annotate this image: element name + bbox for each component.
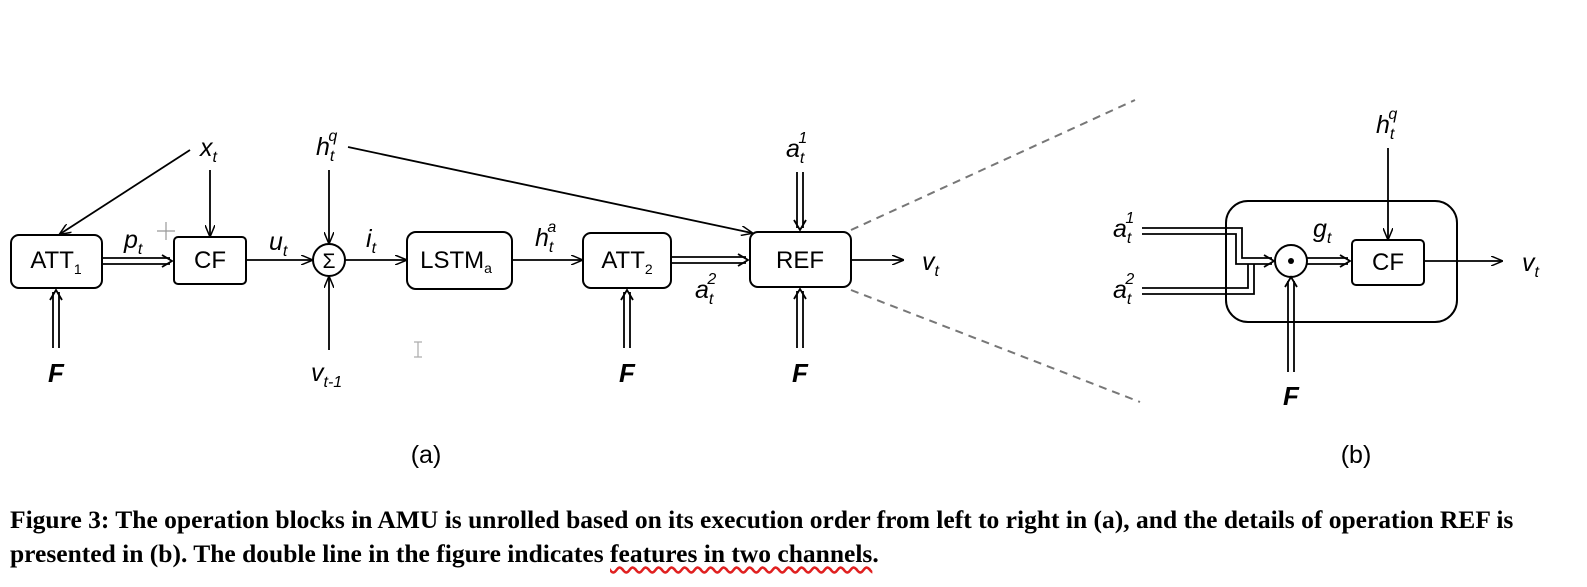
sum-node: Σ	[312, 243, 346, 277]
caption-spellcheck-underline: features in two channels	[610, 539, 873, 568]
att1-block: ATT1	[10, 234, 103, 289]
var-b-v-t: vt	[1522, 249, 1540, 281]
att2-label: ATT	[601, 247, 645, 274]
dot-product-node	[1274, 244, 1308, 278]
cf-label: CF	[194, 247, 226, 274]
panel-a-label: (a)	[411, 441, 442, 469]
ref-label: REF	[776, 247, 824, 274]
att2-block: ATT2	[582, 232, 672, 289]
att1-subscript: 1	[74, 261, 82, 277]
var-i-t: it	[366, 225, 377, 257]
caption-text: Figure 3: The operation blocks in AMU is…	[10, 505, 1514, 568]
zoom-lines	[850, 99, 1141, 403]
var-F-att1: F	[48, 358, 65, 388]
svg-text:LSTMa: LSTMa	[420, 247, 492, 276]
crosshair-cursor-icon	[157, 222, 175, 240]
var-h-q: htq	[316, 128, 337, 165]
var-u-t: ut	[269, 228, 288, 260]
connections-a	[49, 146, 903, 350]
var-x-t: xt	[199, 134, 218, 166]
panel-b: CF at1 at2 gt	[1113, 106, 1540, 469]
svg-text:ATT1: ATT1	[30, 247, 82, 277]
var-v-prev: vt-1	[311, 359, 342, 391]
var-p-t: pt	[123, 226, 143, 258]
panel-b-label: (b)	[1341, 441, 1372, 469]
var-b-a1: at1	[1113, 210, 1134, 247]
panel-a: ATT1 CF Σ LSTMa ATT2 REF	[10, 128, 940, 469]
cf-block: CF	[173, 236, 247, 285]
lstm-block: LSTMa	[406, 231, 513, 290]
var-v-t: vt	[922, 248, 940, 280]
var-b-F: F	[1283, 381, 1300, 411]
figure-diagram: ATT1 CF Σ LSTMa ATT2 REF	[10, 99, 1540, 469]
ref-block: REF	[749, 231, 852, 288]
sum-symbol: Σ	[323, 250, 336, 273]
ref-detail-frame	[1225, 200, 1458, 323]
var-a1: at1	[786, 130, 807, 167]
lstm-label: LSTM	[420, 247, 484, 274]
connections-b	[1142, 148, 1502, 372]
var-h-a: hta	[535, 219, 556, 256]
att1-label: ATT	[30, 247, 74, 274]
cf-b-label: CF	[1372, 249, 1404, 276]
var-F-ref: F	[792, 358, 809, 388]
att2-subscript: 2	[645, 261, 653, 277]
cf-block-b: CF	[1351, 239, 1425, 286]
figure-caption: Figure 3: The operation blocks in AMU is…	[10, 503, 1582, 571]
text-cursor-icon	[414, 341, 422, 358]
var-a2: at2	[695, 271, 716, 308]
var-b-a2: at2	[1113, 271, 1134, 308]
var-b-h-q: htq	[1376, 106, 1397, 143]
caption-end: .	[872, 539, 879, 568]
lstm-subscript: a	[484, 260, 492, 276]
var-b-g-t: gt	[1313, 215, 1332, 247]
svg-text:ATT2: ATT2	[601, 247, 653, 277]
var-F-att2: F	[619, 358, 636, 388]
